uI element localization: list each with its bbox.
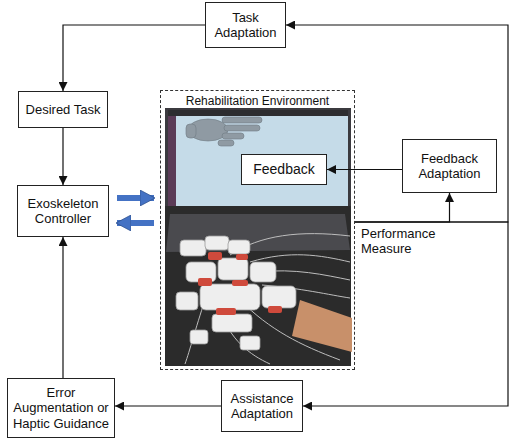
box-label: Desired Task <box>26 102 101 117</box>
edge-label: Performance Measure <box>359 226 453 257</box>
adaptation-box: Assistance Adaptation <box>221 380 303 432</box>
flow-arrow <box>327 169 402 170</box>
flow-arrow <box>115 405 221 406</box>
box-label: Error Augmentation or Haptic Guidance <box>11 385 111 431</box>
box-label: Feedback Adaptation <box>406 151 493 182</box>
interaction-arrow <box>117 220 154 226</box>
box-label: Exoskeleton Controller <box>21 196 105 227</box>
flow-arrow <box>62 237 63 378</box>
region-title: Rehabilitation Environment <box>183 94 332 108</box>
flow-arrow <box>62 128 63 185</box>
environment-region: Rehabilitation EnvironmentFeedback <box>160 90 355 370</box>
box-label: Feedback <box>253 161 314 178</box>
process-box: Desired Task <box>18 91 108 128</box>
flow-arrow <box>63 25 205 91</box>
box-label: Assistance Adaptation <box>225 391 299 422</box>
adaptation-box: Feedback Adaptation <box>402 139 497 193</box>
process-box: Error Augmentation or Haptic Guidance <box>7 378 115 438</box>
interaction-arrow <box>117 195 154 201</box>
feedback-box: Feedback <box>241 154 327 185</box>
flow-arrow <box>355 193 450 222</box>
box-label: Task Adaptation <box>209 10 282 41</box>
controller-box: Exoskeleton Controller <box>17 185 109 237</box>
flow-arrow <box>286 25 508 222</box>
flow-arrow <box>303 222 508 406</box>
adaptation-box: Task Adaptation <box>205 2 286 48</box>
